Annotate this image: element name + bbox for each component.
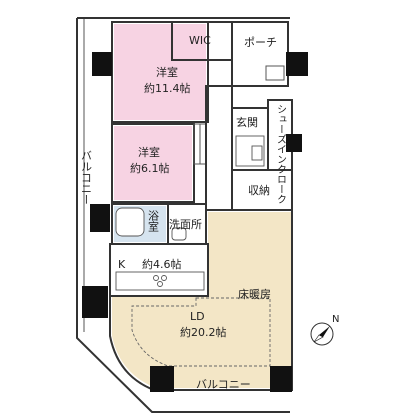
bedroom2-floor xyxy=(114,126,192,200)
pillar-5 xyxy=(150,366,174,392)
kitchen-size: 約4.6帖 xyxy=(142,257,182,271)
stove-burner-3 xyxy=(157,281,163,287)
pillar-1 xyxy=(92,52,112,76)
wic-label: WIC xyxy=(189,34,211,47)
floor-heating-label: 床暖房 xyxy=(238,287,271,301)
storage-label: 収納 xyxy=(248,184,270,197)
balcony-bottom-label: バルコニー xyxy=(196,378,251,391)
hallway xyxy=(205,85,233,211)
bedroom1-name: 洋室 xyxy=(156,65,178,79)
balcony-side-label: バルコニー xyxy=(80,150,93,205)
washbasin xyxy=(171,227,187,241)
meter-box xyxy=(265,65,285,81)
toilet-bowl xyxy=(251,145,263,161)
living-name: LD xyxy=(190,310,205,323)
bedroom2-size: 約6.1帖 xyxy=(130,161,170,175)
stove-burner-2 xyxy=(161,275,167,281)
entrance-label: 玄関 xyxy=(236,115,258,129)
pillar-2 xyxy=(286,52,308,76)
balcony-left-outline xyxy=(76,18,290,413)
pillar-7 xyxy=(286,134,302,152)
bath-label: 浴室 xyxy=(147,210,160,232)
porch-area xyxy=(231,21,289,87)
bedroom1-size: 約11.4帖 xyxy=(144,81,191,95)
washroom-label: 洗面所 xyxy=(169,218,202,231)
living-floor xyxy=(112,212,292,388)
shoe-closet-label: シューズインクローク xyxy=(275,104,287,204)
stove-burner-1 xyxy=(153,275,159,281)
kitchen-counter xyxy=(115,271,205,291)
pillar-6 xyxy=(270,366,292,392)
floor-heating-boundary xyxy=(131,297,271,367)
living-size: 約20.2帖 xyxy=(180,325,227,339)
compass-needle-icon xyxy=(319,326,330,337)
living-walls xyxy=(109,209,293,391)
kitchen-name: K xyxy=(118,258,126,271)
bedroom1-floor xyxy=(114,24,206,120)
kitchen-walls xyxy=(109,243,209,297)
bathtub xyxy=(115,207,145,237)
porch-label: ポーチ xyxy=(244,36,277,49)
compass-label: N xyxy=(332,314,339,325)
bedroom2-name: 洋室 xyxy=(138,145,160,159)
compass: N xyxy=(310,314,339,346)
pillar-4 xyxy=(82,286,108,318)
pillar-3 xyxy=(90,204,110,232)
